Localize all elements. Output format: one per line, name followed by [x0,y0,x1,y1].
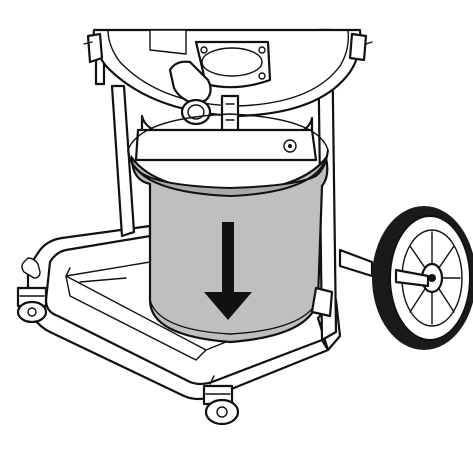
arrow-down-icon [204,222,252,320]
cart-frame [21,224,374,401]
motor-head [83,28,373,140]
rear-wheel [372,206,473,350]
container-neck [134,114,318,162]
caster-left [16,286,48,324]
caster-center [202,375,240,426]
frame-posts [94,28,338,342]
